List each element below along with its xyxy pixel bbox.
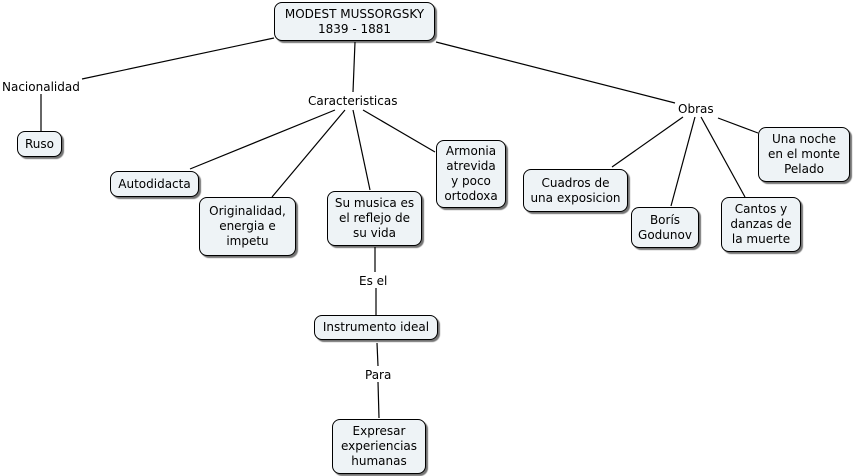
linking-phrase-nacionalidad: Nacionalidad [1, 80, 81, 94]
concept-una-noche[interactable]: Una noche en el monte Pelado [758, 127, 850, 182]
link-obras-cantos [700, 116, 746, 198]
link-car-sumusica [352, 109, 371, 191]
concept-ruso[interactable]: Ruso [17, 131, 62, 157]
link-obras-noche [717, 117, 759, 134]
concept-armonia[interactable]: Armonia atrevida y poco ortodoxa [436, 140, 506, 208]
concept-su-musica[interactable]: Su musica es el reflejo de su vida [327, 191, 422, 246]
linking-phrase-para: Para [364, 368, 393, 382]
root-concept-mussorgsky[interactable]: MODEST MUSSORGSKY 1839 - 1881 [274, 2, 435, 41]
link-root-obras [435, 41, 676, 104]
concept-cuadros[interactable]: Cuadros de una exposicion [523, 169, 628, 212]
concept-instrumento-ideal[interactable]: Instrumento ideal [314, 315, 438, 340]
link-car-armonia [362, 109, 436, 153]
link-obras-boris [670, 116, 696, 207]
link-car-autodidacta [189, 109, 336, 170]
concept-cantos[interactable]: Cantos y danzas de la muerte [721, 197, 801, 252]
linking-phrase-es-el: Es el [358, 274, 389, 288]
linking-phrase-caracteristicas: Caracteristicas [307, 94, 399, 108]
concept-expresar[interactable]: Expresar experiencias humanas [332, 419, 426, 474]
concept-originalidad[interactable]: Originalidad, energia e impetu [199, 197, 296, 256]
link-para-expresar [377, 381, 380, 419]
linking-phrase-obras: Obras [677, 102, 715, 116]
link-obras-cuadros [611, 116, 684, 168]
link-car-originalidad [271, 109, 346, 198]
link-instrumento-para [376, 342, 379, 367]
link-root-caracteristicas [352, 41, 356, 93]
concept-autodidacta[interactable]: Autodidacta [110, 171, 199, 197]
concept-boris[interactable]: Borís Godunov [631, 207, 699, 248]
link-root-nacionalidad [81, 37, 275, 80]
